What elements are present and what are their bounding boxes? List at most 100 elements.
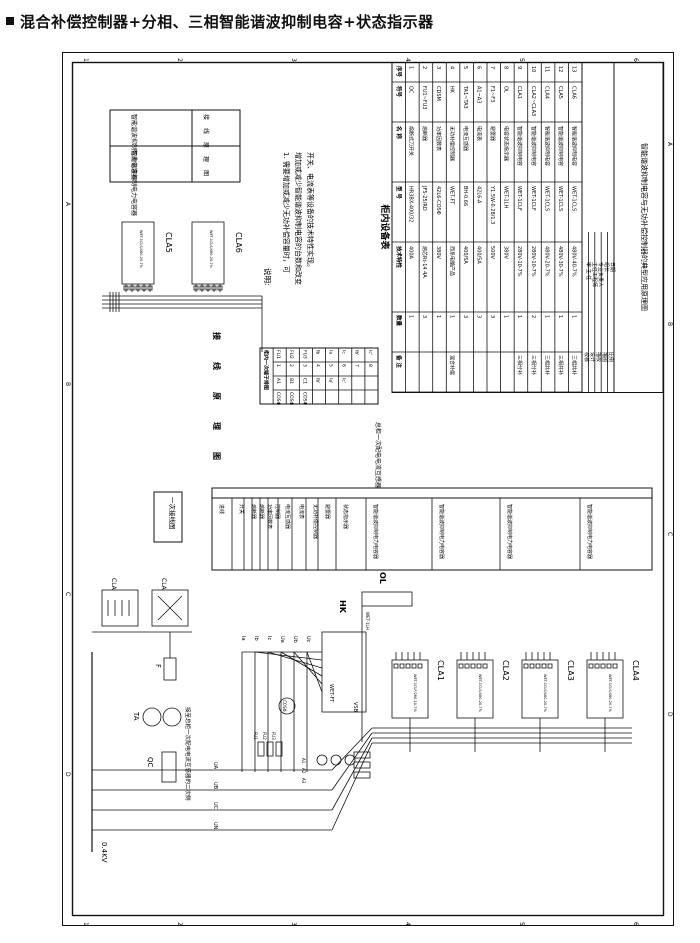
title-role-4: 组长	[603, 262, 610, 272]
eq-cell-12-3: 智能谐波抑制电容	[557, 126, 564, 166]
eq-cell-8-4: WET-1LH	[503, 186, 509, 208]
eq-cell-9-7: 三相分补	[516, 355, 523, 375]
cla-symbol-box-1	[101, 589, 139, 627]
fuse-label-FU3: FU3	[271, 732, 276, 740]
border-letter-right-A: A	[666, 142, 673, 147]
eq-cell-9-1: 9	[516, 66, 522, 69]
eq-cell-1-3: 熔断式刀开关	[408, 126, 415, 156]
ta-circle-2	[162, 707, 182, 727]
hk-term-Ub: Ub	[292, 636, 298, 643]
terminal-screw	[417, 663, 423, 669]
ct-note: 接至总柜一次配电电流互感器的二次侧	[184, 707, 192, 801]
eq-cell-8-2: OL	[503, 86, 509, 93]
eq-cell-10-3: 智能谐波抑制电容	[530, 126, 537, 166]
eq-header-3: 名 称	[395, 126, 403, 139]
border-letter-right-D: D	[666, 712, 673, 717]
capacitor-feed	[331, 737, 373, 811]
terminal-screw	[464, 663, 470, 669]
bus-label-UB: UB	[212, 782, 218, 790]
eq-cell-1-6: 1	[408, 315, 414, 318]
terminal-screw	[393, 663, 399, 669]
eq-cell-7-4: Y1.5W-0.28/1.3	[489, 185, 495, 224]
voltage-label: 0.4KV	[100, 842, 108, 863]
eq-cell-9-2: CLA1	[516, 86, 522, 99]
eq-cell-3-5: 380V	[435, 246, 441, 260]
eq-header-6: 数量	[395, 315, 403, 327]
term-cell-1-2: 1	[275, 364, 281, 367]
eq-cell-7-6: 3	[489, 315, 495, 318]
eq-cell-13-2: CLA6	[571, 86, 577, 99]
fuse-FU2	[266, 741, 274, 757]
square-bullet-icon	[6, 17, 14, 25]
one-line-label-box: 一次接线图	[153, 491, 183, 543]
wiring-cell-9: 无功补偿控制器	[312, 504, 319, 539]
eq-cell-6-6: 3	[476, 315, 482, 318]
eq-cell-8-1: 8	[503, 66, 509, 69]
terminal-screw	[594, 663, 600, 669]
terminal-screw	[600, 663, 606, 669]
terminal-screw	[205, 285, 211, 291]
wiring-cell-1: 进线	[218, 504, 225, 514]
arrester-label: F	[154, 664, 162, 668]
term-cell-6-2: 6	[341, 364, 347, 367]
bus-label-UA: UA	[212, 762, 218, 770]
terminal-screw	[141, 285, 147, 291]
notes-line-1: 1. 需要增加或减少无功补偿容量时，可	[282, 152, 291, 273]
qc-symbol	[161, 751, 177, 783]
capacitor-feed	[331, 732, 373, 791]
wiring-cell-12: 智能谐波抑制电力电容器	[372, 504, 379, 559]
ul-cell-2: 接	[202, 114, 210, 120]
terminal-screw	[193, 285, 199, 291]
terminal-screw	[482, 663, 488, 669]
eq-cell-10-5: 280V-10-7%	[530, 246, 536, 277]
notes-heading: 说明:	[263, 268, 273, 286]
fuse-FU1	[257, 741, 265, 757]
border-number-bottom-1: 1	[82, 922, 89, 926]
cla-symbol-box-2	[151, 589, 189, 627]
surge-arrester-3	[353, 771, 371, 779]
eq-cell-2-2: FU1~FU3	[421, 86, 427, 110]
ul-cell-3: 线	[202, 128, 210, 134]
eq-cell-12-2: CLA5	[557, 86, 563, 99]
eq-cell-10-4: WET-1CLF	[530, 186, 536, 211]
eq-cell-13-7: 三相共补	[571, 355, 578, 375]
border-number-bottom-6: 6	[632, 922, 639, 926]
eq-cell-2-3: 熔断器	[421, 126, 428, 141]
cosphi-meter	[278, 697, 296, 715]
eq-cell-4-4: WET-FT	[448, 186, 454, 205]
eq-cell-12-1: 12	[557, 66, 563, 72]
one-line-label: 一次接线图	[168, 497, 177, 530]
eq-cell-10-6: 2	[530, 315, 536, 318]
terminal-screw	[541, 663, 547, 669]
terminal-screw	[211, 285, 217, 291]
title-block: 智能谐波抑制电容与无功补偿控制器的典型应用原理图 审 主 任主任工程师专业负责人…	[581, 62, 664, 393]
capacitor-model-CLA6: WET-1CLS/480-20-7%	[209, 230, 213, 269]
eq-cell-4-2: HK	[448, 86, 454, 94]
eq-cell-7-1: 7	[489, 66, 495, 69]
eq-cell-2-6: 3	[421, 315, 427, 318]
wiring-title-char-1: 接	[212, 332, 222, 340]
capacitor-label-CLA2: CLA2	[501, 660, 510, 681]
eq-header-1: 序号	[395, 65, 403, 78]
terminal-footer: 总柜一次配电电流互感器	[374, 422, 382, 488]
eq-cell-7-3: 避雷器	[489, 126, 496, 141]
eq-cell-11-6: 1	[543, 315, 549, 318]
title-role-right-4: 描图	[601, 352, 608, 362]
border-number-top-5: 5	[518, 58, 525, 62]
wiring-cell-15: 智能谐波抑制电力电容器	[586, 504, 593, 559]
title-role-right-2: 设计	[589, 352, 596, 362]
title-role-5: 日期	[609, 262, 615, 272]
eq-cell-4-6: 1	[448, 315, 454, 318]
hk-term-link	[280, 651, 323, 677]
term-cell-6-1: Ic	[341, 350, 347, 354]
drawing-title: 智能谐波抑制电容与无功补偿控制器的典型应用原理图	[640, 143, 649, 311]
border-number-bottom-5: 5	[518, 922, 525, 926]
eq-header-7: 备 注	[395, 354, 403, 368]
eq-cell-5-6: 3	[462, 315, 468, 318]
terminal-screw	[588, 663, 594, 669]
ammeter-A2	[330, 754, 342, 766]
hk-label: HK	[338, 600, 347, 614]
upper-left-box: 智能谐波抑制电力电容器 智能谐波抑制电力电容器 接 线 原 理 图	[109, 109, 241, 216]
